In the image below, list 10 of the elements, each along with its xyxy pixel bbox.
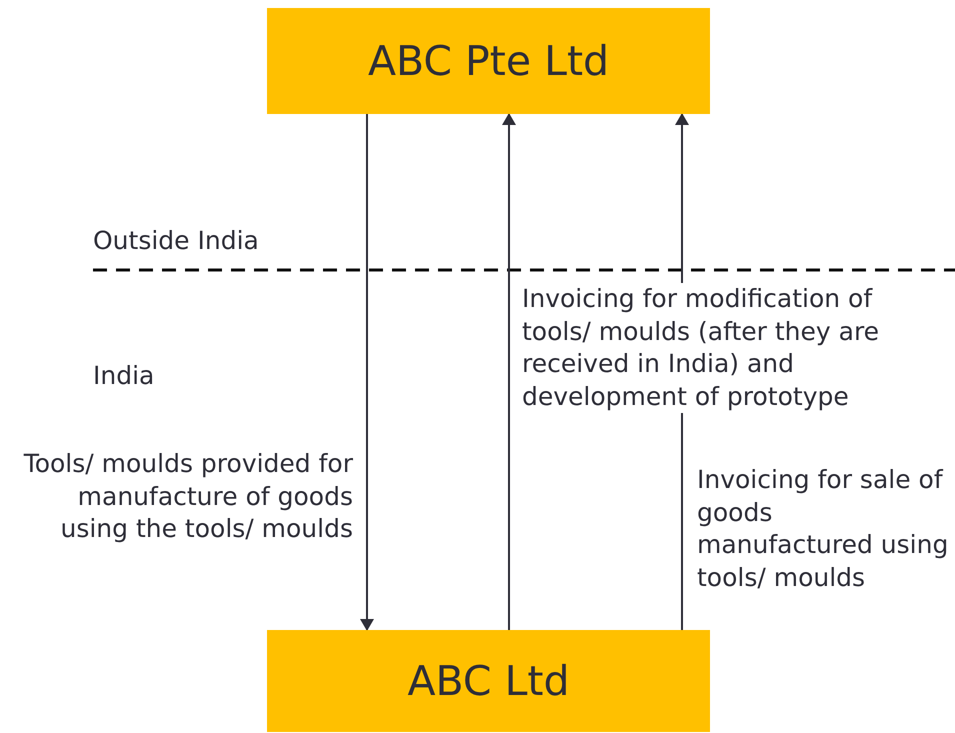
arrow xyxy=(502,113,516,630)
region-label: India xyxy=(93,360,154,392)
company-box xyxy=(267,8,710,114)
company-box xyxy=(267,630,710,732)
company-name: ABC Ltd xyxy=(407,657,570,705)
company-name: ABC Pte Ltd xyxy=(368,37,610,85)
edge-label: Tools/ moulds provided for manufacture of goods using the tools/ moulds xyxy=(22,448,353,545)
edge-label: Invoicing for sale of goods manufactured using tools/ moulds xyxy=(697,464,950,594)
region-label: Outside India xyxy=(93,225,259,257)
arrow xyxy=(360,114,374,631)
